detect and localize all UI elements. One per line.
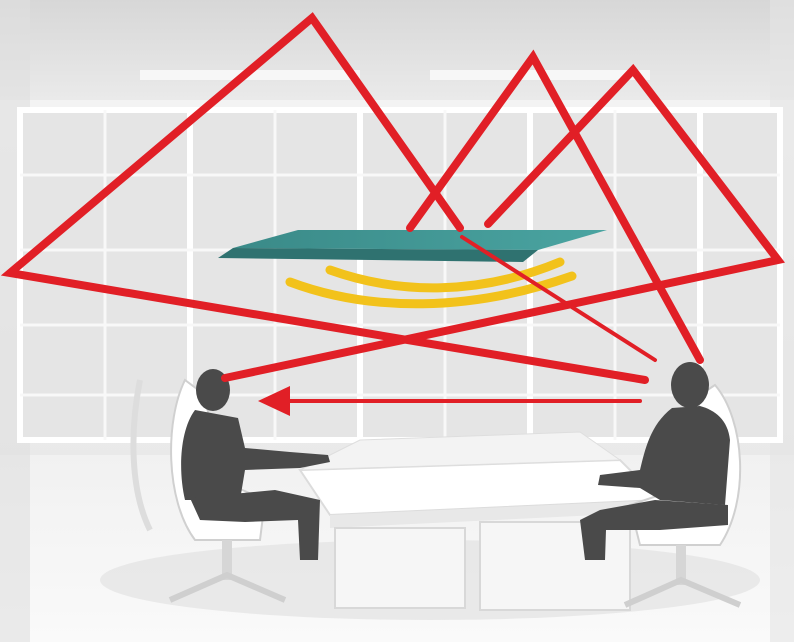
ceiling [0,0,794,110]
table-leg [480,522,630,610]
table-leg [335,528,465,608]
office-windows [20,110,780,440]
person-right-head [671,362,709,408]
